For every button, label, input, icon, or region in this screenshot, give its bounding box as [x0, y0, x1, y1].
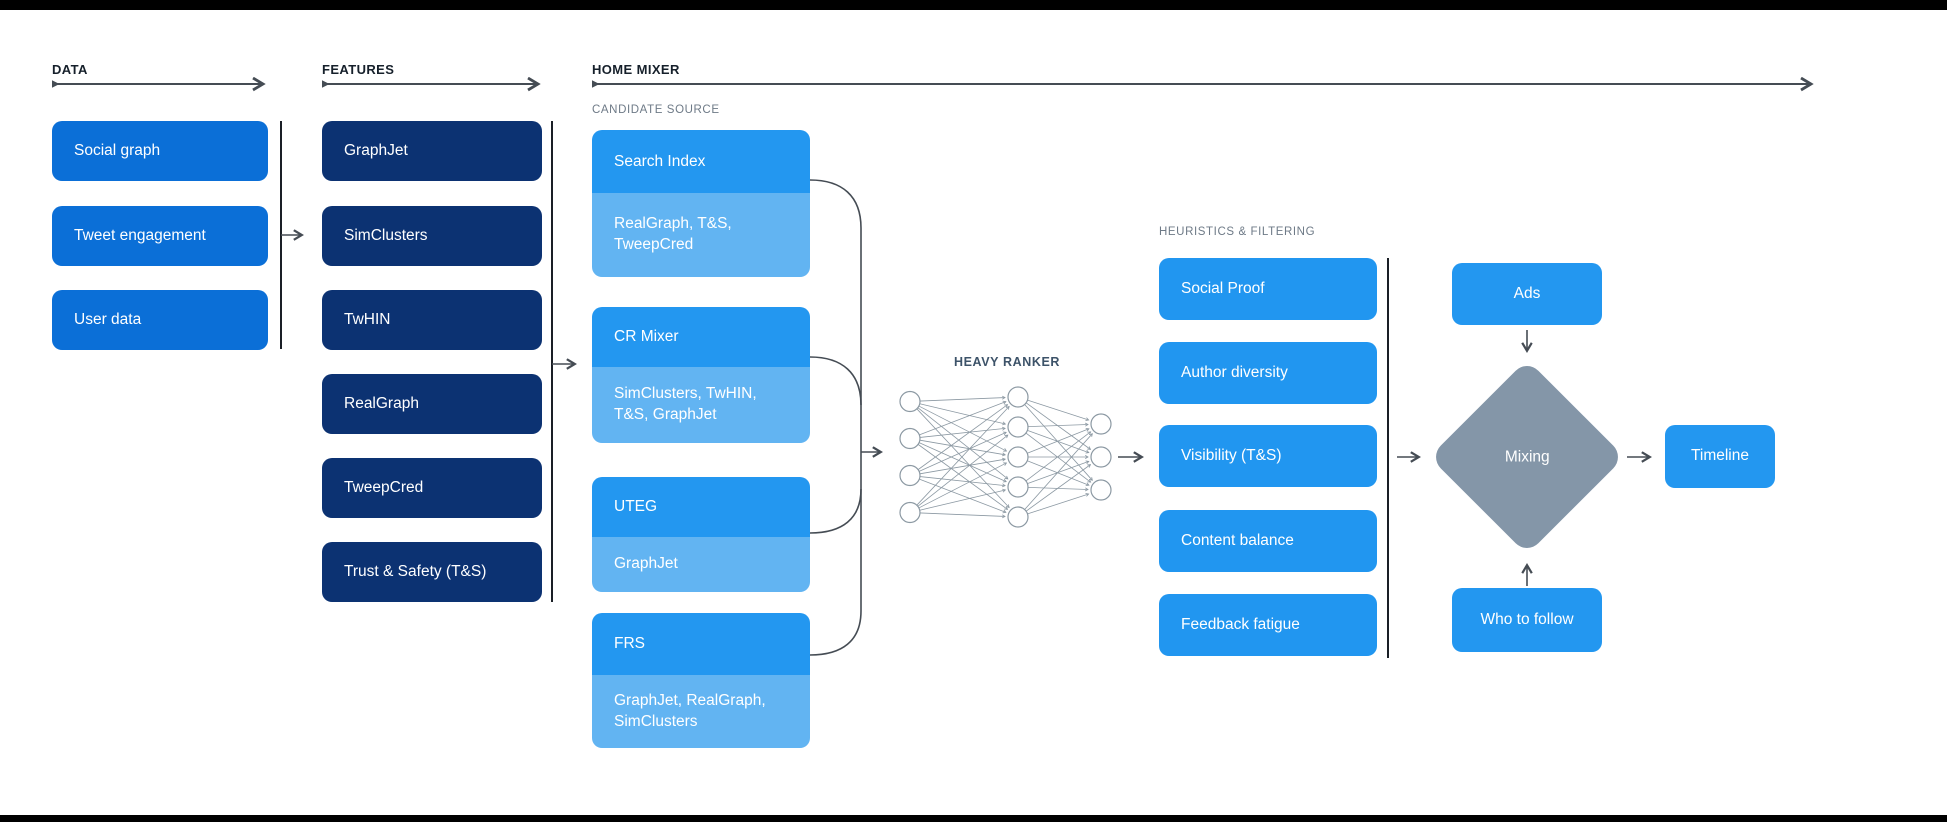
- section-header-features: FEATURES: [322, 62, 395, 77]
- nn-node: [1090, 446, 1112, 468]
- node-graphjet: GraphJet: [322, 121, 542, 181]
- node-content-balance: Content balance: [1159, 510, 1377, 572]
- candidate-frs-sources: GraphJet, RealGraph, SimClusters: [592, 675, 810, 748]
- candidate-uteg-title: UTEG: [592, 477, 810, 537]
- node-tweepcred: TweepCred: [322, 458, 542, 518]
- node-tweet-engagement: Tweet engagement: [52, 206, 268, 266]
- node-social-proof: Social Proof: [1159, 258, 1377, 320]
- nn-node: [1007, 416, 1029, 438]
- node-trust-safety: Trust & Safety (T&S): [322, 542, 542, 602]
- section-axis-arrows: [52, 80, 1810, 88]
- candidate-search-index: Search Index RealGraph, T&S, TweepCred: [592, 130, 810, 277]
- node-realgraph: RealGraph: [322, 374, 542, 434]
- node-visibility: Visibility (T&S): [1159, 425, 1377, 487]
- subheader-heuristics: HEURISTICS & FILTERING: [1159, 226, 1316, 238]
- candidate-cr-mixer-title: CR Mixer: [592, 307, 810, 367]
- nn-node: [899, 390, 921, 413]
- node-who-to-follow: Who to follow: [1452, 588, 1602, 652]
- nn-node: [1007, 476, 1029, 498]
- bottom-black-bar: [0, 815, 1947, 822]
- nn-node: [1007, 506, 1029, 528]
- nn-node: [899, 501, 921, 524]
- node-social-graph: Social graph: [52, 121, 268, 181]
- node-user-data: User data: [52, 290, 268, 350]
- subheader-candidate-source: CANDIDATE SOURCE: [592, 104, 720, 116]
- candidate-uteg: UTEG GraphJet: [592, 477, 810, 592]
- nn-node: [1007, 386, 1029, 408]
- node-simclusters: SimClusters: [322, 206, 542, 266]
- node-mixing-diamond: Mixing: [1429, 359, 1625, 555]
- node-timeline: Timeline: [1665, 425, 1775, 488]
- node-twhin: TwHIN: [322, 290, 542, 350]
- section-header-data: DATA: [52, 62, 88, 77]
- nn-node: [1007, 446, 1029, 468]
- nn-node: [899, 427, 921, 450]
- mixing-label: Mixing: [1504, 447, 1550, 465]
- candidate-frs-title: FRS: [592, 613, 810, 675]
- node-author-diversity: Author diversity: [1159, 342, 1377, 404]
- nn-node: [899, 464, 921, 487]
- candidate-frs: FRS GraphJet, RealGraph, SimClusters: [592, 613, 810, 748]
- candidate-search-index-title: Search Index: [592, 130, 810, 193]
- top-black-bar: [0, 0, 1947, 10]
- heavy-ranker-network-illustration: [899, 386, 1112, 528]
- nn-node: [1090, 479, 1112, 501]
- heavy-ranker-label: HEAVY RANKER: [953, 355, 1061, 369]
- nn-node: [1090, 413, 1112, 435]
- candidate-cr-mixer: CR Mixer SimClusters, TwHIN, T&S, GraphJ…: [592, 307, 810, 443]
- node-feedback-fatigue: Feedback fatigue: [1159, 594, 1377, 656]
- candidate-cr-mixer-sources: SimClusters, TwHIN, T&S, GraphJet: [592, 367, 810, 443]
- candidate-uteg-sources: GraphJet: [592, 537, 810, 592]
- section-header-home-mixer: HOME MIXER: [592, 62, 680, 77]
- candidate-search-index-sources: RealGraph, T&S, TweepCred: [592, 193, 810, 277]
- node-ads: Ads: [1452, 263, 1602, 325]
